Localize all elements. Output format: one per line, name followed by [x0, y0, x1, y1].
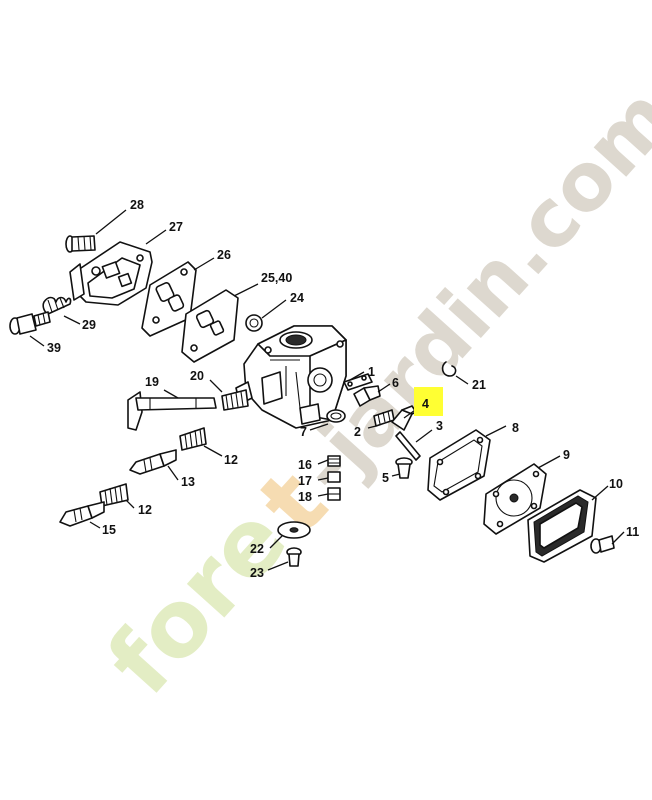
- label-7: 7: [300, 425, 307, 439]
- part-6-inlet-needle: [353, 385, 381, 407]
- label-25-40: 25,40: [261, 271, 292, 285]
- watermark-part-1: fore: [87, 486, 308, 714]
- part-12-spring-upper: [179, 427, 207, 451]
- label-18: 18: [298, 490, 312, 504]
- label-11: 11: [626, 525, 639, 539]
- label-2: 2: [354, 425, 361, 439]
- part-16-spring: [327, 455, 341, 467]
- part-3-pin: [395, 431, 421, 461]
- label-12-upper: 12: [224, 453, 238, 467]
- part-25-40-diaphragm: [181, 289, 239, 363]
- label-28: 28: [130, 198, 144, 212]
- part-9-diaphragm: [483, 463, 547, 535]
- label-26: 26: [217, 248, 231, 262]
- part-39-adjusting-screw: [9, 311, 51, 335]
- part-13-needle: [129, 449, 177, 475]
- part-11-screw: [590, 535, 615, 554]
- part-7-o-ring: [326, 409, 346, 423]
- part-27-pump-cover: [69, 241, 153, 306]
- part-26-gasket: [141, 261, 197, 337]
- part-29-spring: [42, 296, 72, 315]
- label-6: 6: [392, 376, 399, 390]
- label-19: 19: [145, 375, 159, 389]
- part-17-valve: [327, 471, 341, 483]
- carburetor-body: [235, 325, 347, 429]
- label-20: 20: [190, 369, 204, 383]
- label-16: 16: [298, 458, 312, 472]
- part-20-spring: [221, 389, 249, 411]
- label-8: 8: [512, 421, 519, 435]
- part-28-screw: [65, 235, 96, 253]
- part-1-valve: [343, 373, 373, 391]
- label-29: 29: [82, 318, 96, 332]
- part-5-screw: [395, 457, 413, 479]
- label-21: 21: [472, 378, 486, 392]
- part-23-screw: [286, 547, 302, 567]
- label-17: 17: [298, 474, 312, 488]
- label-23: 23: [250, 566, 264, 580]
- label-22: 22: [250, 542, 264, 556]
- label-12-lower: 12: [138, 503, 152, 517]
- part-22-washer: [277, 521, 311, 539]
- part-18-cap: [327, 487, 341, 501]
- part-labels: 28 27 26 25,40 24 29 39 19 20 12 13 12 1…: [47, 198, 639, 580]
- label-10: 10: [609, 477, 623, 491]
- label-15: 15: [102, 523, 116, 537]
- part-19-shaft: [127, 391, 217, 431]
- label-24: 24: [290, 291, 304, 305]
- part-24-screen: [245, 314, 263, 332]
- label-39: 39: [47, 341, 61, 355]
- label-9: 9: [563, 448, 570, 462]
- highlight-label-4: [414, 387, 443, 416]
- label-27: 27: [169, 220, 183, 234]
- part-12-spring-lower: [99, 483, 129, 507]
- label-1: 1: [368, 365, 375, 379]
- label-5: 5: [382, 471, 389, 485]
- part-15-needle: [59, 501, 105, 527]
- leader-lines: [29, 209, 625, 571]
- part-21-clip: [441, 361, 457, 377]
- label-4: 4: [422, 397, 429, 411]
- part-10-cover: [527, 489, 597, 563]
- label-13: 13: [181, 475, 195, 489]
- label-3: 3: [436, 419, 443, 433]
- part-8-gasket: [427, 429, 491, 501]
